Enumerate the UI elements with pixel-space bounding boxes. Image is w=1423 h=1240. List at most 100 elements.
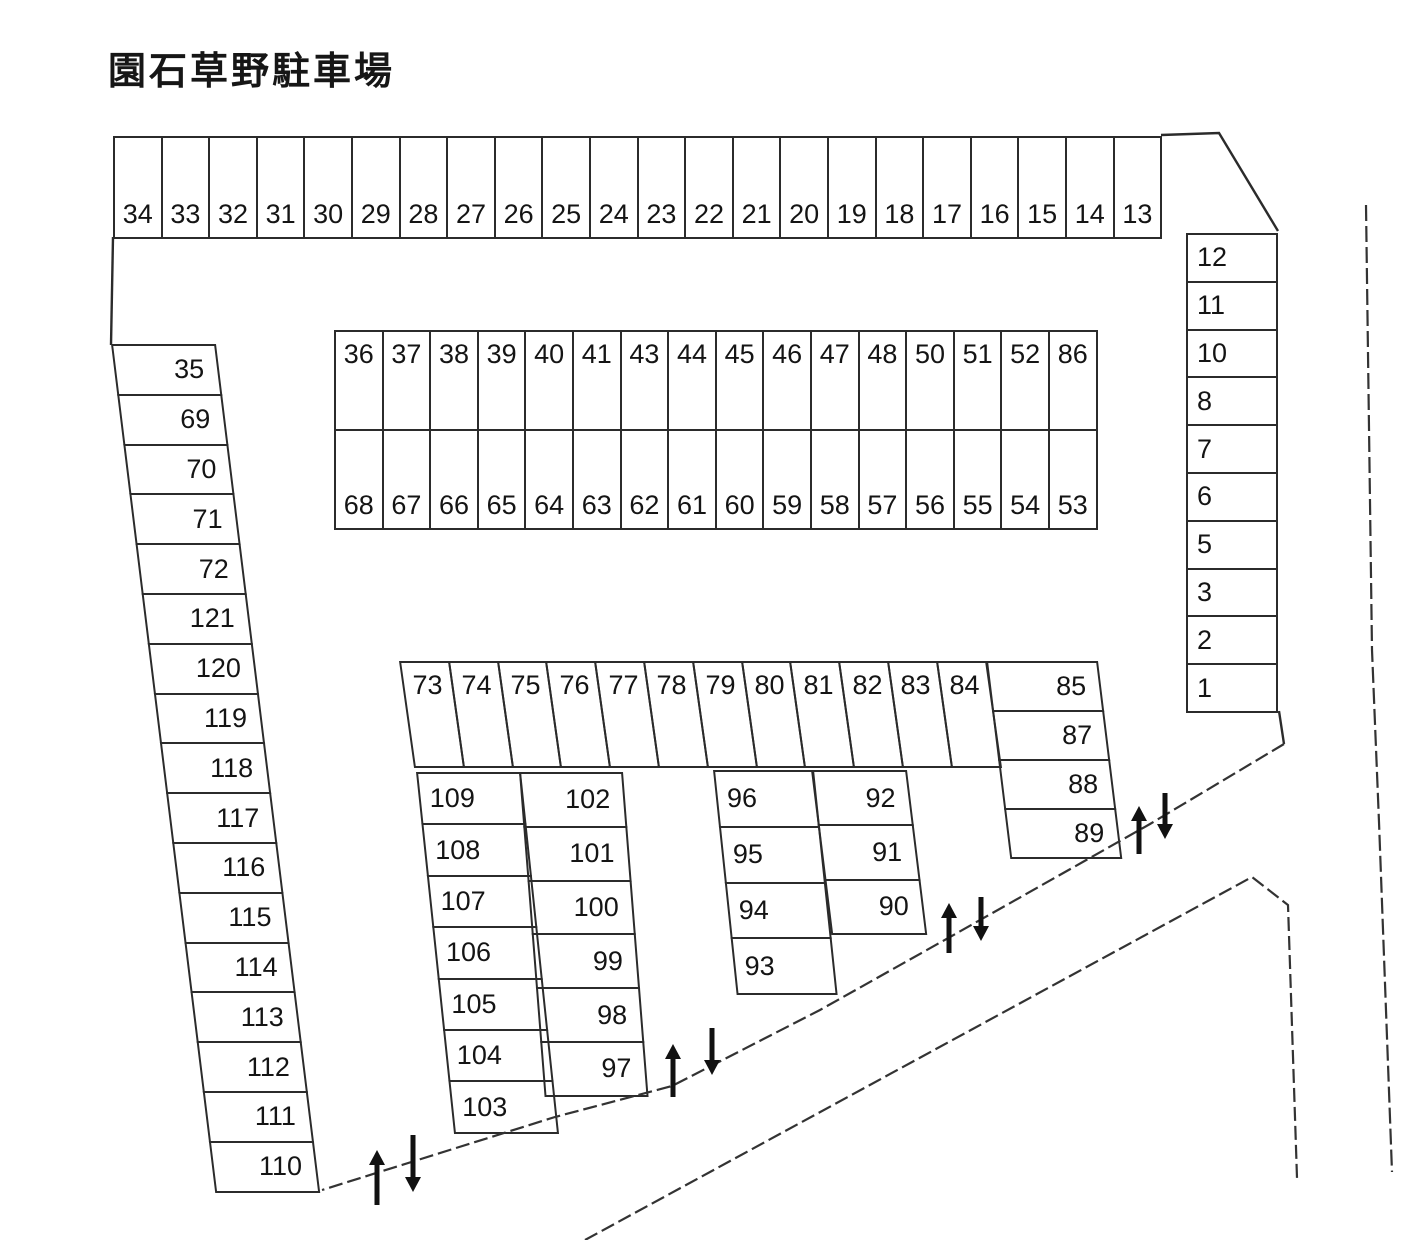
entry-arrow-up-icon	[665, 1044, 681, 1097]
parking-space-102: 102	[519, 772, 628, 828]
parking-space-37: 37	[381, 330, 432, 431]
space-number: 28	[408, 199, 439, 229]
space-number: 3	[1197, 576, 1213, 607]
entry-arrow-up-icon	[941, 903, 957, 953]
space-number: 59	[772, 490, 803, 520]
parking-space-111: 111	[202, 1091, 315, 1143]
parking-space-97: 97	[540, 1041, 649, 1097]
space-number: 104	[456, 1040, 502, 1071]
space-number: 103	[462, 1091, 508, 1122]
parking-space-100: 100	[527, 879, 636, 936]
space-number: 98	[597, 999, 628, 1030]
parking-space-91: 91	[817, 824, 921, 881]
parking-space-28: 28	[398, 136, 449, 239]
parking-space-8: 8	[1186, 376, 1278, 427]
exit-arrow-down-icon	[1157, 793, 1173, 839]
parking-space-11: 11	[1186, 280, 1278, 331]
space-number: 116	[222, 852, 266, 883]
parking-space-15: 15	[1017, 136, 1067, 239]
parking-space-12: 12	[1186, 233, 1278, 283]
space-number: 77	[608, 670, 639, 700]
space-number: 55	[962, 490, 993, 520]
space-number: 31	[265, 199, 296, 229]
space-number: 33	[170, 199, 201, 229]
space-number: 89	[1074, 818, 1105, 848]
parking-space-38: 38	[429, 330, 479, 431]
parking-space-43: 43	[619, 330, 670, 431]
space-number: 56	[914, 490, 945, 520]
parking-space-101: 101	[523, 825, 632, 882]
parking-space-95: 95	[718, 825, 826, 884]
parking-space-64: 64	[524, 429, 574, 530]
space-number: 24	[598, 199, 629, 229]
parking-space-39: 39	[476, 330, 527, 431]
parking-space-63: 63	[572, 429, 622, 530]
lot-boundary-right-connector	[1277, 710, 1286, 745]
parking-space-119: 119	[153, 692, 266, 745]
parking-space-108: 108	[421, 823, 533, 877]
parking-space-107: 107	[426, 874, 538, 929]
parking-space-87: 87	[992, 710, 1111, 761]
space-number: 61	[676, 490, 707, 520]
space-number: 10	[1197, 337, 1228, 368]
parking-space-41: 41	[572, 330, 622, 431]
space-number: 94	[738, 894, 769, 925]
parking-space-65: 65	[476, 429, 527, 530]
parking-space-96: 96	[713, 770, 821, 828]
space-number: 63	[581, 490, 612, 520]
space-number: 96	[727, 783, 758, 814]
parking-space-20: 20	[779, 136, 829, 239]
space-number: 58	[819, 490, 850, 520]
space-number: 50	[914, 339, 945, 369]
space-number: 118	[210, 752, 254, 783]
page-title: 園石草野駐車場	[108, 51, 396, 93]
space-number: 109	[429, 783, 475, 814]
space-number: 45	[724, 339, 755, 369]
parking-space-85: 85	[986, 661, 1105, 712]
space-number: 16	[979, 199, 1010, 229]
parking-space-106: 106	[432, 926, 543, 980]
space-number: 41	[581, 339, 612, 369]
space-number: 85	[1056, 671, 1087, 701]
space-number: 114	[234, 951, 278, 982]
parking-space-40: 40	[524, 330, 574, 431]
space-number: 69	[180, 404, 211, 435]
space-number: 93	[744, 950, 775, 981]
parking-space-10: 10	[1186, 328, 1278, 379]
space-number: 15	[1027, 199, 1058, 229]
parking-space-54: 54	[1000, 429, 1050, 530]
space-number: 119	[203, 702, 247, 733]
parking-space-72: 72	[135, 543, 247, 595]
parking-space-45: 45	[714, 330, 765, 431]
parking-space-117: 117	[166, 792, 278, 844]
space-number: 12	[1197, 242, 1228, 273]
space-number: 110	[258, 1151, 303, 1182]
parking-space-23: 23	[636, 136, 687, 239]
parking-space-115: 115	[178, 891, 290, 944]
parking-space-25: 25	[541, 136, 591, 239]
parking-space-59: 59	[762, 429, 812, 530]
space-number: 100	[573, 891, 619, 922]
parking-space-1: 1	[1186, 663, 1278, 713]
space-number: 106	[446, 937, 492, 968]
space-number: 70	[186, 453, 217, 484]
space-number: 120	[195, 653, 241, 684]
space-number: 95	[732, 839, 763, 870]
space-number: 11	[1197, 290, 1226, 321]
parking-space-94: 94	[724, 881, 832, 940]
space-number: 8	[1197, 385, 1213, 416]
space-number: 52	[1010, 339, 1041, 369]
space-number: 65	[486, 490, 517, 520]
space-number: 121	[189, 603, 235, 634]
parking-space-105: 105	[437, 977, 549, 1031]
parking-space-31: 31	[255, 136, 306, 239]
parking-space-32: 32	[208, 136, 258, 239]
parking-space-26: 26	[493, 136, 544, 239]
space-number: 5	[1197, 529, 1213, 560]
space-number: 43	[629, 339, 660, 369]
parking-space-51: 51	[952, 330, 1003, 431]
parking-space-92: 92	[811, 770, 914, 827]
